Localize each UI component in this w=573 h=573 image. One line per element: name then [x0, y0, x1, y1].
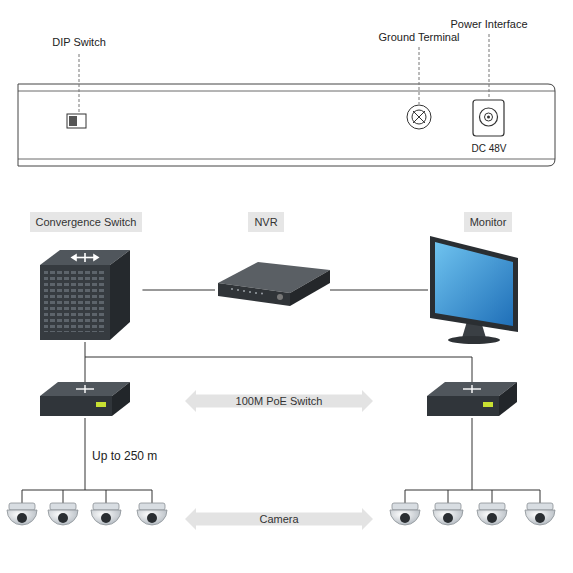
network-cable	[330, 290, 428, 291]
distance-note: Up to 250 m	[92, 449, 157, 463]
double-arrow-shape	[185, 508, 373, 530]
dome-camera	[48, 503, 78, 525]
part-label: DIP Switch	[52, 36, 106, 48]
device-label: NVR	[248, 212, 283, 232]
part-label: Ground Terminal	[378, 31, 459, 43]
dome-camera	[390, 503, 420, 525]
dome-camera	[7, 503, 37, 525]
device-node: NVR	[215, 212, 330, 308]
nvr-icon	[218, 262, 330, 306]
dome-camera	[477, 503, 507, 525]
dome-camera	[433, 503, 463, 525]
device-label: Convergence Switch	[30, 212, 143, 232]
dome-camera	[525, 503, 555, 525]
device-node: Monitor	[428, 212, 522, 342]
dome-camera	[137, 503, 167, 525]
monitor-icon	[430, 236, 518, 344]
network-wires	[22, 342, 540, 503]
network-cable	[142, 290, 215, 291]
banner-label: Camera	[185, 508, 373, 530]
double-arrow-shape	[185, 390, 373, 412]
part-label: DC 48V	[471, 143, 506, 154]
part-label: Power Interface	[450, 18, 527, 30]
device-label: Monitor	[464, 212, 513, 232]
dome-camera	[91, 503, 121, 525]
rear-panel	[18, 34, 555, 166]
poe-switch-icon	[427, 382, 517, 416]
convergence-switch-icon	[40, 250, 130, 340]
poe-switch-icon	[40, 382, 130, 416]
banner-label: 100M PoE Switch	[185, 390, 373, 412]
banner-arrow: 100M PoE Switch	[185, 390, 373, 412]
banner-arrow: Camera	[185, 508, 373, 530]
device-node: Convergence Switch	[30, 212, 143, 342]
